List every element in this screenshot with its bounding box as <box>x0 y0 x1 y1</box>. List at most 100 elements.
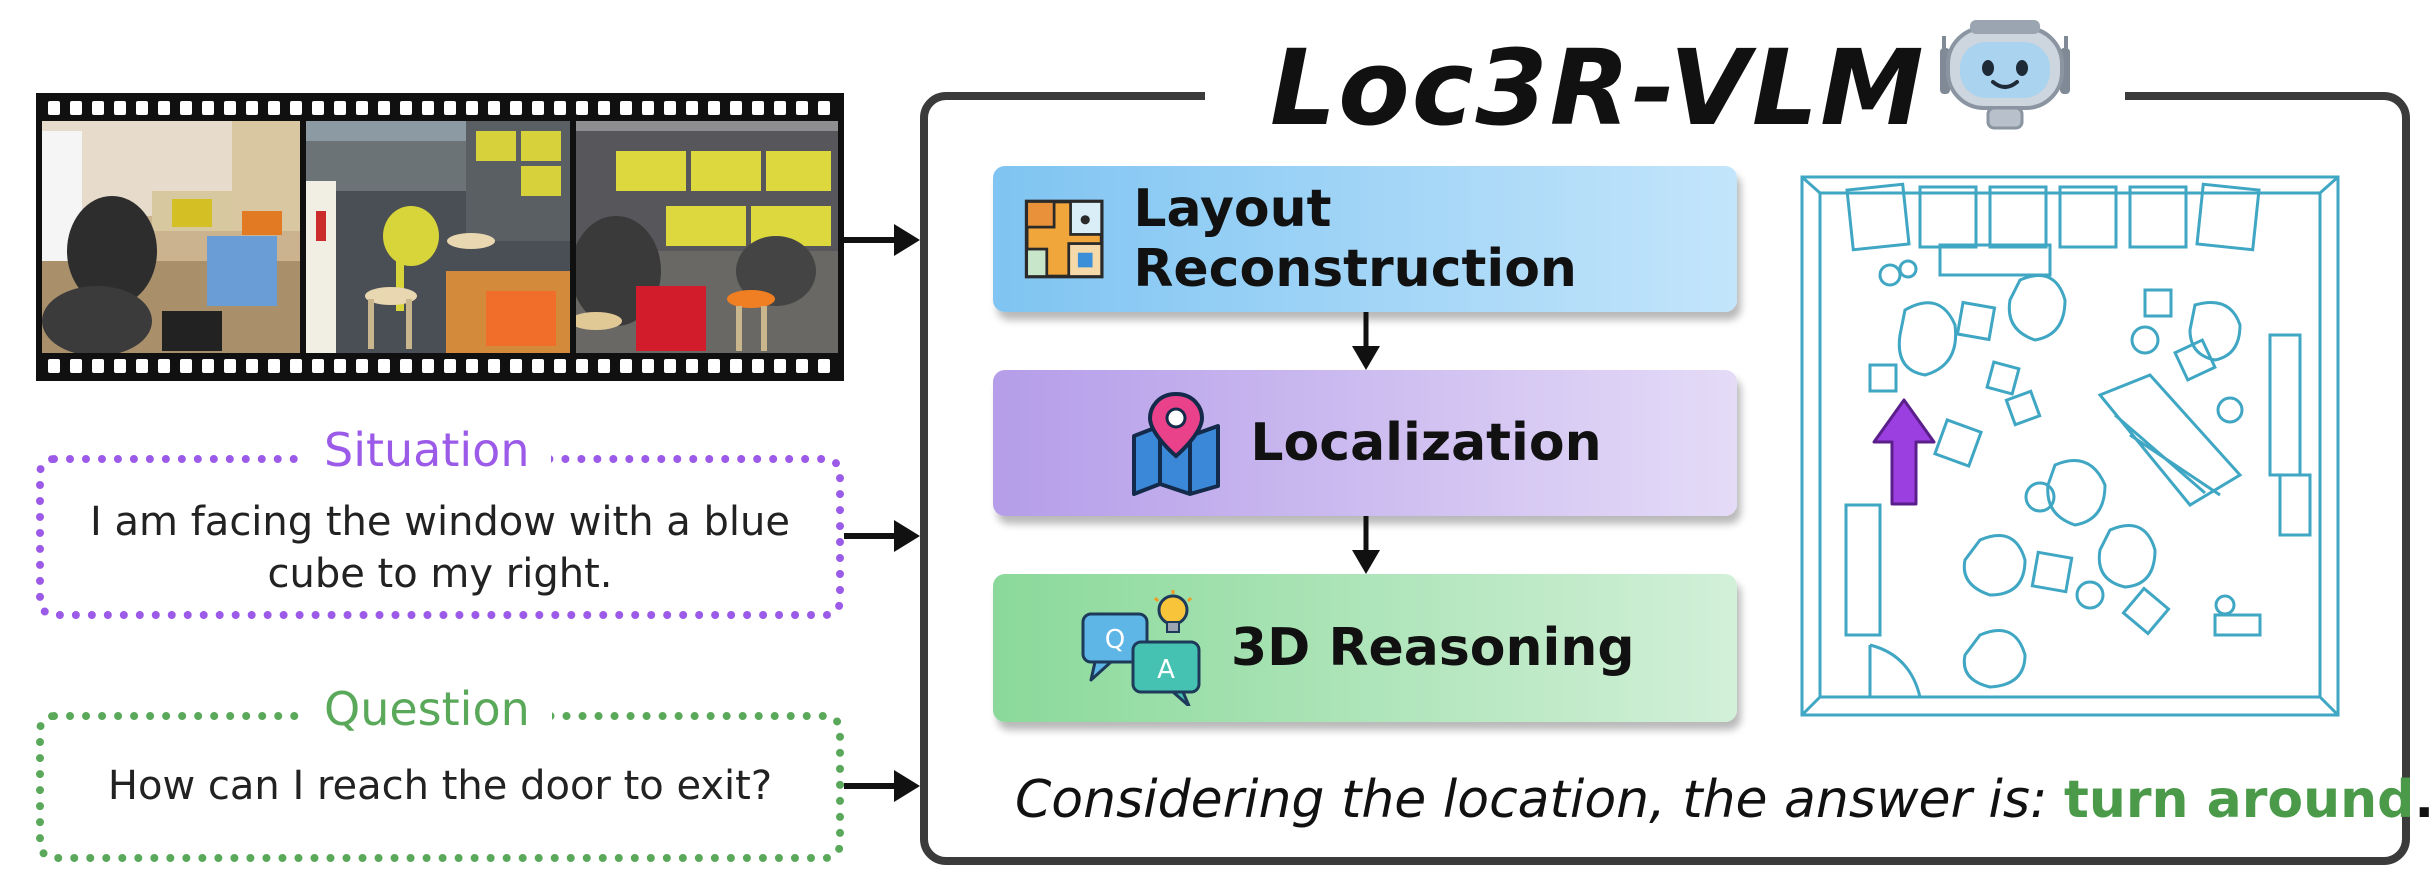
video-frame-3 <box>576 121 838 353</box>
step-label: Layout Reconstruction <box>1133 179 1577 299</box>
model-title: Loc3R-VLM <box>1270 27 1926 149</box>
sprocket-hole <box>510 101 522 115</box>
sprocket-hole <box>532 359 544 373</box>
step-label: Localization <box>1250 413 1602 473</box>
step-localization: Localization <box>993 370 1737 516</box>
floor-plan-sketch <box>1800 175 2340 717</box>
sprocket-hole <box>774 101 786 115</box>
qa-a-letter: A <box>1157 655 1175 685</box>
answer-prefix: Considering the location, the answer is: <box>1015 770 2064 830</box>
arrow-down-icon <box>1352 516 1380 574</box>
film-sprocket-holes <box>48 101 830 373</box>
sprocket-hole <box>444 359 456 373</box>
sprocket-hole <box>664 359 676 373</box>
sprocket-hole <box>642 101 654 115</box>
sprocket-hole <box>708 359 720 373</box>
sprocket-hole <box>400 359 412 373</box>
sprocket-hole <box>818 359 830 373</box>
sprocket-hole <box>268 359 280 373</box>
sprocket-hole <box>224 101 236 115</box>
sprocket-hole <box>378 359 390 373</box>
sprocket-hole <box>818 101 830 115</box>
sprocket-hole <box>224 359 236 373</box>
sprocket-hole <box>136 101 148 115</box>
sprocket-hole <box>598 101 610 115</box>
situation-label: Situation <box>302 424 552 476</box>
sprocket-hole <box>774 359 786 373</box>
sprocket-hole <box>378 101 390 115</box>
sprocket-hole <box>70 359 82 373</box>
sprocket-hole <box>114 359 126 373</box>
arrow-down-icon <box>1352 312 1380 370</box>
sprocket-hole <box>686 359 698 373</box>
answer-value: turn around <box>2064 770 2415 830</box>
situation-text-line-1: I am facing the window with a blue <box>90 499 790 545</box>
sprocket-hole <box>48 101 60 115</box>
sprocket-hole <box>246 359 258 373</box>
sprocket-hole <box>202 101 214 115</box>
sprocket-hole <box>598 359 610 373</box>
sprocket-hole <box>576 359 588 373</box>
qa-q-letter: Q <box>1105 625 1125 655</box>
sprocket-hole <box>620 101 632 115</box>
sprocket-hole <box>664 101 676 115</box>
sprocket-hole <box>290 359 302 373</box>
sprocket-hole <box>268 101 280 115</box>
sprocket-hole <box>202 359 214 373</box>
question-text: How can I reach the door to exit? <box>107 763 773 809</box>
video-film-strip <box>36 93 844 381</box>
floor-plan-icon <box>1024 199 1104 279</box>
sprocket-hole <box>576 101 588 115</box>
sprocket-hole <box>796 101 808 115</box>
sprocket-hole <box>180 101 192 115</box>
sprocket-hole <box>312 359 324 373</box>
step-3d-reasoning: Q A 3D Reasoning <box>993 574 1737 722</box>
sprocket-hole <box>554 101 566 115</box>
sprocket-hole <box>488 359 500 373</box>
sprocket-hole <box>620 359 632 373</box>
sprocket-hole <box>334 359 346 373</box>
sprocket-hole <box>356 359 368 373</box>
sprocket-hole <box>686 101 698 115</box>
sprocket-hole <box>532 101 544 115</box>
sprocket-hole <box>752 101 764 115</box>
answer-suffix: . <box>2414 770 2434 830</box>
qa-chat-bulb-icon: Q A <box>1081 590 1201 706</box>
sprocket-hole <box>554 359 566 373</box>
sprocket-hole <box>290 101 302 115</box>
sprocket-hole <box>92 359 104 373</box>
sprocket-hole <box>730 359 742 373</box>
sprocket-hole <box>444 101 456 115</box>
sprocket-hole <box>488 101 500 115</box>
sprocket-hole <box>158 359 170 373</box>
sprocket-hole <box>114 101 126 115</box>
robot-icon <box>1940 20 2070 130</box>
sprocket-hole <box>400 101 412 115</box>
sprocket-hole <box>422 101 434 115</box>
sprocket-hole <box>180 359 192 373</box>
sprocket-hole <box>752 359 764 373</box>
sprocket-hole <box>92 101 104 115</box>
sprocket-hole <box>246 101 258 115</box>
sprocket-hole <box>796 359 808 373</box>
sprocket-hole <box>136 359 148 373</box>
sprocket-hole <box>312 101 324 115</box>
question-label: Question <box>302 683 552 735</box>
sprocket-hole <box>708 101 720 115</box>
video-frame-2 <box>306 121 570 353</box>
answer-sentence: Considering the location, the answer is:… <box>1015 770 2434 830</box>
sprocket-hole <box>158 101 170 115</box>
sprocket-hole <box>642 359 654 373</box>
sprocket-hole <box>334 101 346 115</box>
sprocket-hole <box>466 101 478 115</box>
sprocket-hole <box>48 359 60 373</box>
step-label: 3D Reasoning <box>1231 618 1635 678</box>
arrow-right-icon <box>844 770 920 802</box>
sprocket-hole <box>730 101 742 115</box>
step-layout-reconstruction: Layout Reconstruction <box>993 166 1737 312</box>
arrow-right-icon <box>844 224 920 256</box>
situation-text-line-2: cube to my right. <box>267 551 613 597</box>
sprocket-hole <box>70 101 82 115</box>
sprocket-hole <box>510 359 522 373</box>
map-pin-icon <box>1132 391 1221 496</box>
